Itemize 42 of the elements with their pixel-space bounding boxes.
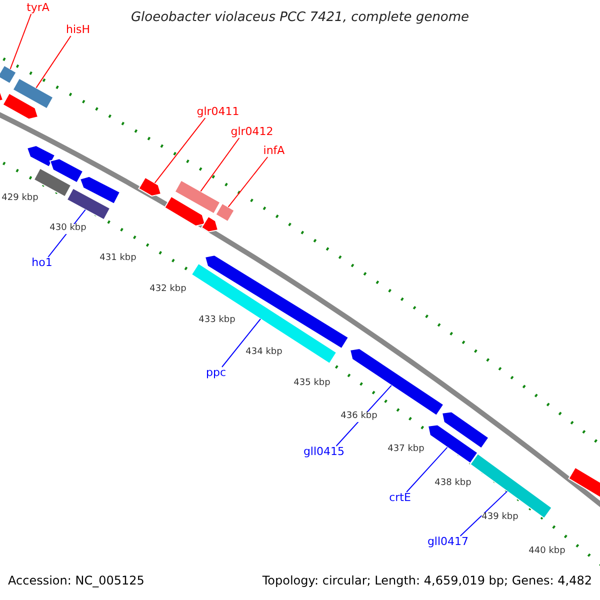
gene-segment [190,262,338,364]
gene-label: glr0411 [196,106,240,118]
scale-label: 438 kbp [434,479,472,489]
leader-line [10,14,32,70]
scale-label: 431 kbp [100,254,136,264]
gene-label: infA [263,144,285,158]
leader-line [222,318,261,368]
gene-label: ppc [206,366,226,380]
genome-summary: Topology: circular; Length: 4,659,019 bp; Genes: 4,482 [262,574,592,588]
gene-segment [138,176,162,197]
title: Gloeobacter violaceus PCC 7421, complete genome [130,10,470,26]
scale-label: 430 kbp [50,224,86,234]
leader-line [228,156,268,208]
scale-label: 432 kbp [150,285,186,295]
gene-label: gll0417 [427,536,469,548]
leader-line [200,138,240,192]
gene-label: ho1 [32,256,52,270]
scale-label: 435 kbp [294,379,330,389]
scale-label: 440 kbp [528,547,566,557]
leader-line [460,490,508,536]
accession-text: Accession: NC_005125 [8,574,144,588]
gene-segment [215,202,235,222]
gene-label: hisH [66,24,90,36]
scale-label: 437 kbp [388,445,424,455]
scale-label: 439 kbp [482,513,518,523]
gene-label: crtE [389,492,411,504]
leader-line [154,118,206,184]
gene-segment [66,188,111,220]
scale-label: 434 kbp [246,348,282,358]
gene-segment [12,78,54,110]
gene-segment [0,64,17,84]
leader-line [406,446,448,492]
gene-label: gll0415 [303,446,345,458]
leader-line [36,36,72,88]
scale-label: 436 kbp [340,412,378,422]
scale-label: 433 kbp [198,316,236,326]
gene-label: glr0412 [230,126,274,138]
gene-segment [174,180,221,214]
scale-label: 429 kbp [2,194,38,204]
gene-label: tyrA [26,2,50,14]
gene-segment [427,424,478,464]
gene-segment [470,453,552,519]
